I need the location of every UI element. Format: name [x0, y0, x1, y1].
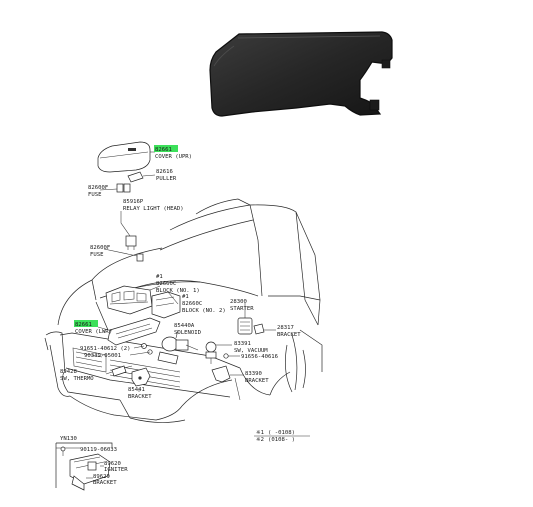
block-no1-part: [105, 285, 153, 315]
legend-row1-range: ( -0108): [268, 430, 295, 436]
inset-bracket-no: 89629: [93, 474, 110, 480]
fuse-b-part: [136, 253, 144, 262]
vacuum-switch-part: [205, 341, 217, 364]
block1-no: 82660C: [156, 281, 176, 287]
cover-lower-name: COVER (LWR): [75, 329, 112, 335]
legend-row1-mark: ※1: [256, 429, 264, 436]
igniter-name: IGNITER: [104, 467, 128, 473]
thermo-switch-part: [111, 365, 133, 377]
bolt-a: 91651-40612 (2): [80, 346, 131, 352]
solenoid-no: 85440A: [174, 323, 195, 329]
cover-lower-no: 82661: [75, 322, 92, 328]
bracket-b-part: [211, 365, 231, 383]
cover-upper-highlight: [154, 145, 178, 152]
legend-row2-mark: ※2: [256, 436, 264, 443]
fuse-b-name: FUSE: [90, 252, 104, 258]
part-photo: [209, 31, 393, 117]
bolt-c: 91656-40616: [241, 354, 278, 360]
bolt-b: 90339-05001: [84, 353, 121, 359]
inset-bolt-no: 90119-06033: [80, 447, 117, 453]
inset-bracket-name: BRACKET: [93, 480, 117, 486]
igniter-no: 89620: [104, 461, 121, 467]
date-legend: ※1 ( -0108) ※2 (0108- ): [254, 429, 310, 443]
bracket-a-no: 28317: [277, 325, 294, 331]
bracket-c-part: [131, 367, 151, 387]
thermo-name: SW, THERMO: [60, 376, 94, 382]
bracket-c-name: BRACKET: [128, 394, 152, 400]
puller-name: PULLER: [156, 176, 177, 182]
puller-part: [127, 171, 144, 183]
leader-lines: [97, 151, 276, 392]
block2-name: BLOCK (NO. 2): [182, 308, 226, 314]
starter-part: [237, 317, 253, 335]
solenoid-name: SOLENOID: [174, 330, 202, 336]
starter-no: 28300: [230, 299, 247, 305]
bolt-c-part: [223, 353, 234, 359]
block-no2-part: [151, 291, 181, 319]
bracket-c-no: 85441: [128, 387, 145, 393]
callouts: 82661 COVER (UPR) 82616 PULLER 82600F FU…: [60, 145, 301, 400]
fuse-a-no: 82600F: [88, 185, 109, 191]
bracket-a-part: [253, 323, 265, 335]
cover-upper-no: 82661: [155, 147, 172, 153]
relay-name: RELAY LIGHT (HEAD): [123, 206, 184, 212]
legend-row2-range: (0108- ): [268, 437, 295, 443]
cover-lower-highlight: [74, 320, 98, 327]
block2-no: 82660C: [182, 301, 202, 307]
thermo-no: 89428: [60, 369, 77, 375]
cover-upper-name: COVER (UPR): [155, 154, 192, 160]
bracket-b-name: BRACKET: [245, 378, 269, 384]
lower-cover-part: [107, 317, 161, 346]
puller-no: 82616: [156, 169, 173, 175]
bracket-a-name: BRACKET: [277, 332, 301, 338]
starter-name: STARTER: [230, 306, 254, 312]
switch-vacuum-name: SW, VACUUM: [234, 348, 268, 354]
block2-mark: #1: [182, 294, 189, 300]
block1-name: BLOCK (NO. 1): [156, 288, 200, 294]
fuse-a-part: [116, 183, 131, 193]
solenoid-part: [157, 336, 199, 365]
relay-part: [125, 235, 137, 250]
inset-title: YN130: [60, 436, 77, 442]
upper-cover-part: [97, 141, 151, 173]
fuse-b-no: 82600F: [90, 245, 111, 251]
block1-mark: #1: [156, 274, 163, 280]
relay-no: 85916P: [123, 199, 144, 205]
bracket-b-no: 83390: [245, 371, 262, 377]
switch-vacuum-no: 83391: [234, 341, 251, 347]
inset-yn130: YN130 90119-06033 89620 IGNITER 89629 BR…: [55, 436, 128, 491]
fuse-a-name: FUSE: [88, 192, 102, 198]
